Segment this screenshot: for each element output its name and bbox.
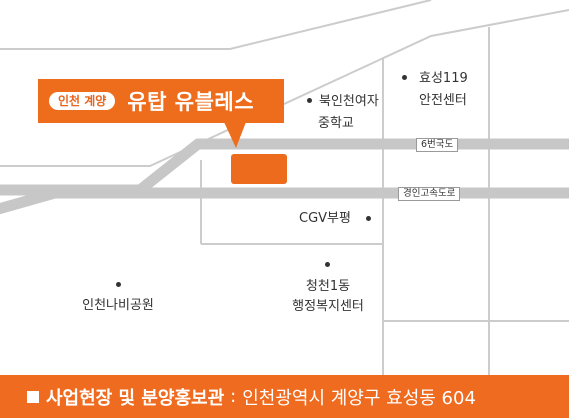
- bukincheon-school-label-2: 중학교: [318, 116, 354, 131]
- cgv-label: CGV부평: [299, 211, 351, 226]
- butterfly-park-label: 인천나비공원: [82, 298, 154, 313]
- address-footer: 사업현장 및 분양홍보관 : 인천광역시 계양구 효성동 604: [0, 375, 569, 418]
- street-diagonal-lower: [0, 9, 569, 167]
- hyoseong-center-dot-icon: [402, 75, 407, 80]
- expressway-label: 경인고속도로: [398, 187, 461, 201]
- bukincheon-school-dot-icon: [307, 98, 312, 103]
- hyoseong-center-label-1: 효성119: [419, 71, 468, 86]
- site-marker[interactable]: [231, 154, 287, 184]
- complex-callout: 인천 계양 유탑 유블레스: [38, 79, 284, 123]
- hyoseong-center-label-2: 안전센터: [419, 93, 467, 108]
- region-tag: 인천 계양: [49, 92, 116, 110]
- cheongcheon-center-label-1: 청천1동: [305, 279, 351, 294]
- butterfly-park-dot-icon: [116, 282, 121, 287]
- cheongcheon-center-dot-icon: [325, 262, 330, 267]
- footer-separator: :: [230, 386, 237, 407]
- street-diagonal-upper: [0, 0, 432, 50]
- complex-name: 유탑 유블레스: [127, 90, 255, 114]
- bukincheon-school-label-1: 북인천여자: [319, 94, 379, 109]
- square-bullet-icon: [27, 390, 39, 403]
- route6-label: 6번국도: [416, 138, 459, 152]
- footer-label: 사업현장 및 분양홍보관: [46, 387, 225, 409]
- footer-address: 인천광역시 계양구 효성동 604: [242, 387, 476, 409]
- cgv-dot-icon: [366, 216, 371, 221]
- expressway-road: [0, 187, 569, 215]
- cheongcheon-center-label-2: 행정복지센터: [292, 299, 364, 314]
